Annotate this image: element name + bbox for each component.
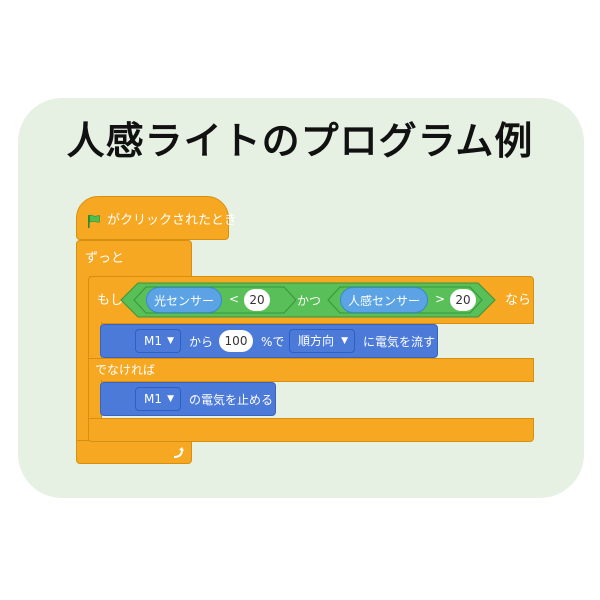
then-label: なら [505, 293, 532, 308]
when-flag-clicked-block[interactable]: がクリックされたとき [76, 196, 237, 240]
greater-than-operator: > [435, 292, 446, 306]
page-title: 人感ライトのプログラム例 [66, 119, 534, 163]
motor-on-port-dropdown[interactable]: M1▼ [135, 329, 181, 353]
motion-threshold-input[interactable]: 20 [450, 289, 476, 311]
motor-on-block[interactable]: M1▼ から 100 %で 順方向▼ に電気を流す [100, 324, 438, 358]
motor-on-action-label: に電気を流す [363, 335, 436, 349]
motion-sensor-reporter[interactable]: 人感センサー [340, 287, 428, 313]
and-joiner-label: かつ [297, 294, 322, 308]
forever-block[interactable]: ずっと [76, 240, 192, 278]
else-row: でなければ [88, 358, 534, 382]
motor-off-port-dropdown[interactable]: M1▼ [135, 387, 181, 411]
chevron-down-icon: ▼ [341, 336, 348, 346]
chevron-down-icon: ▼ [167, 394, 174, 404]
forever-label: ずっと [85, 251, 125, 266]
light-threshold-input[interactable]: 20 [244, 289, 270, 311]
forever-bottom [76, 440, 192, 464]
percent-label: %で [261, 335, 285, 349]
hat-label: がクリックされたとき [107, 213, 238, 228]
motor-off-action-label: の電気を止める [189, 393, 274, 407]
loop-arrow-icon [171, 445, 185, 459]
direction-dropdown[interactable]: 順方向▼ [289, 329, 355, 353]
from-label: から [189, 335, 214, 349]
green-flag-icon [87, 213, 101, 228]
less-than-operator: < [229, 292, 240, 306]
light-sensor-reporter[interactable]: 光センサー [146, 287, 222, 313]
chevron-down-icon: ▼ [167, 336, 174, 346]
motor-off-block[interactable]: M1▼ の電気を止める [100, 382, 276, 416]
if-bottom [88, 418, 534, 442]
else-label: でなければ [95, 363, 156, 377]
if-label: もし [97, 293, 124, 308]
power-input[interactable]: 100 [219, 330, 253, 352]
